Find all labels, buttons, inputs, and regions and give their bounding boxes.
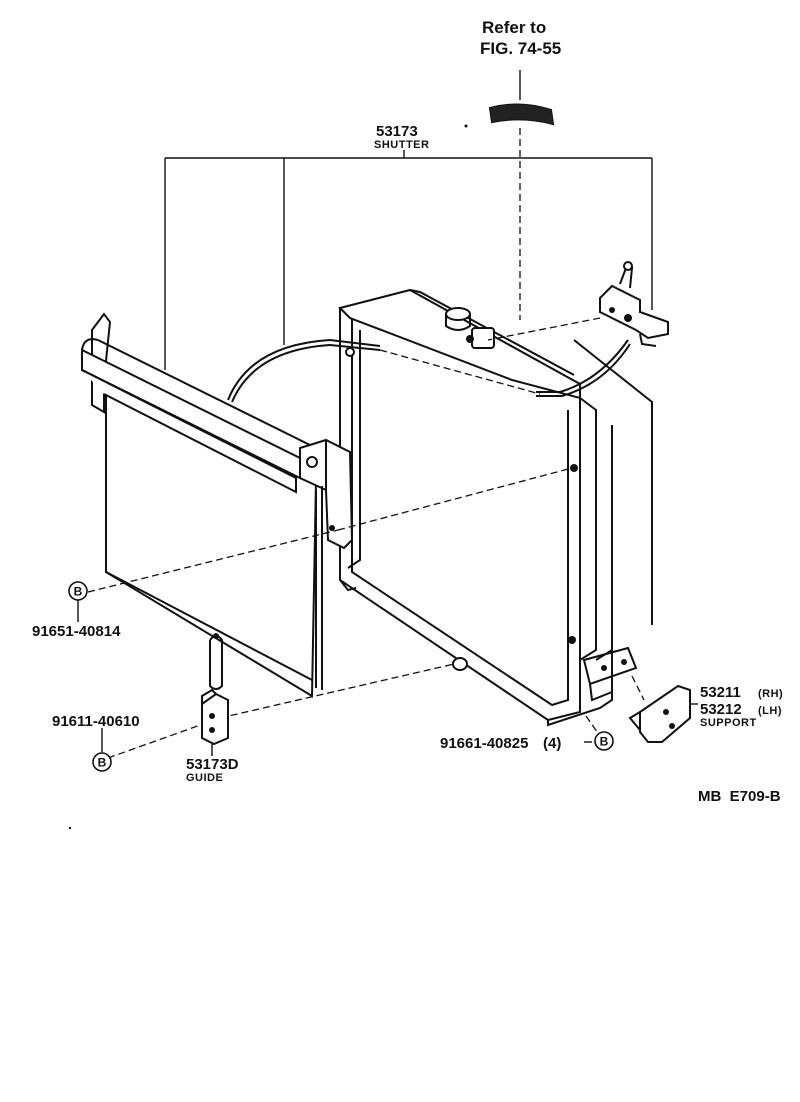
guide-part-no: 53173D [186, 756, 239, 773]
bolt-left-part-no: 91651-40814 [32, 623, 121, 640]
support-name: SUPPORT [700, 717, 757, 729]
bolt-symbol-support-letter: B [600, 735, 609, 749]
leader-lines [77, 70, 592, 756]
refer-plate [488, 103, 555, 320]
support-part-no-rh: 53211 [700, 684, 741, 701]
radiator [338, 288, 653, 727]
shutter-cable [227, 338, 631, 403]
bolt-guide-part-no: 91611-40610 [52, 713, 140, 730]
bolt-support-part-no: 91661-40825 [440, 735, 528, 752]
support-rh: (RH) [758, 688, 783, 700]
stray-dot [464, 124, 468, 128]
support-bracket [585, 675, 698, 743]
shutter-callout-bracket [164, 150, 653, 370]
shutter-name: SHUTTER [374, 139, 429, 151]
shutter-assembly [81, 312, 573, 759]
stray-dot [68, 826, 72, 830]
shutter-part-no: 53173 [376, 123, 418, 140]
control-bracket [487, 261, 669, 347]
figure-code: MB E709-B [698, 788, 781, 805]
guide-bracket [201, 688, 229, 746]
bolt-symbol-guide-letter: B [98, 756, 107, 770]
guide-name: GUIDE [186, 772, 223, 784]
support-lh: (LH) [758, 705, 782, 717]
bolt-symbol-left-letter: B [74, 585, 83, 599]
bolt-support-qty: (4) [543, 735, 561, 752]
bolt-symbol-guide: B [92, 752, 112, 772]
bolt-symbol-support: B [594, 731, 614, 751]
refer-line1: Refer to [482, 18, 546, 37]
bolt-symbol-left: B [68, 581, 88, 601]
refer-line2: FIG. 74-55 [480, 39, 561, 58]
support-part-no-lh: 53212 [700, 701, 742, 718]
